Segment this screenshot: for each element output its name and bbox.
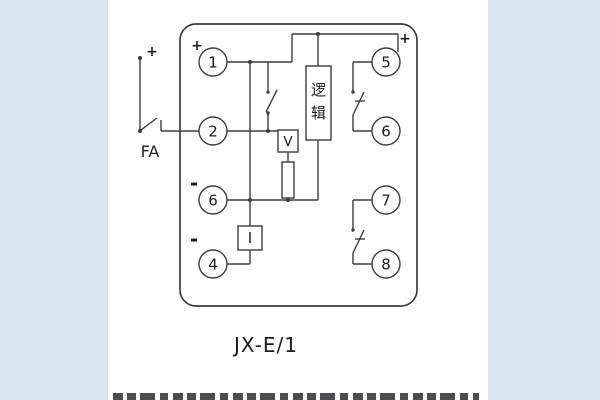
terminal-7-label: 7 — [381, 192, 391, 210]
logic-char-top: 逻 — [311, 81, 326, 99]
fa-switch — [138, 56, 199, 133]
output-contact-5-6 — [351, 61, 372, 132]
internal-contact — [265, 62, 278, 133]
schematic-labels: 1 2 6 4 5 6 7 8 + + + - - V I 逻 辑 FA JX-… — [141, 31, 411, 357]
resistor — [281, 152, 295, 202]
terminal-5 — [371, 47, 401, 77]
voltage-element-label: V — [283, 134, 293, 150]
fa-label: FA — [141, 142, 160, 161]
output-contact-7-8 — [351, 199, 372, 265]
terminal-5-label: 5 — [381, 54, 391, 72]
relay-schematic — [138, 23, 418, 307]
minus-mark-terminal-6: - — [190, 171, 198, 195]
terminal-6-right — [371, 116, 401, 146]
cropped-text-strip — [113, 393, 479, 400]
plus-mark-terminal-1: + — [191, 38, 203, 54]
terminal-4 — [198, 249, 228, 279]
model-title: JX-E/1 — [232, 333, 298, 357]
terminal-2 — [198, 116, 228, 146]
terminal-2-label: 2 — [208, 123, 218, 141]
left-vertical-feeder — [248, 60, 252, 226]
terminal-8-label: 8 — [381, 256, 391, 274]
minus-mark-terminal-4: - — [190, 227, 198, 251]
terminal-6-left-label: 6 — [208, 192, 218, 210]
relay-outline — [179, 23, 418, 307]
terminal-1 — [198, 47, 228, 77]
current-element — [227, 225, 263, 265]
plus-mark-fa: + — [146, 44, 158, 60]
terminal-7 — [371, 185, 401, 215]
logic-block — [305, 32, 332, 200]
current-element-label: I — [248, 229, 252, 247]
logic-char-bottom: 辑 — [311, 104, 326, 122]
plus-mark-terminal-5: + — [399, 31, 411, 47]
top-bus-wire — [227, 33, 399, 63]
terminal-8 — [371, 249, 401, 279]
terminal-6-right-label: 6 — [381, 123, 391, 141]
terminal-6-left — [198, 185, 228, 215]
terminal-4-label: 4 — [208, 256, 218, 274]
terminal-1-label: 1 — [208, 54, 218, 72]
